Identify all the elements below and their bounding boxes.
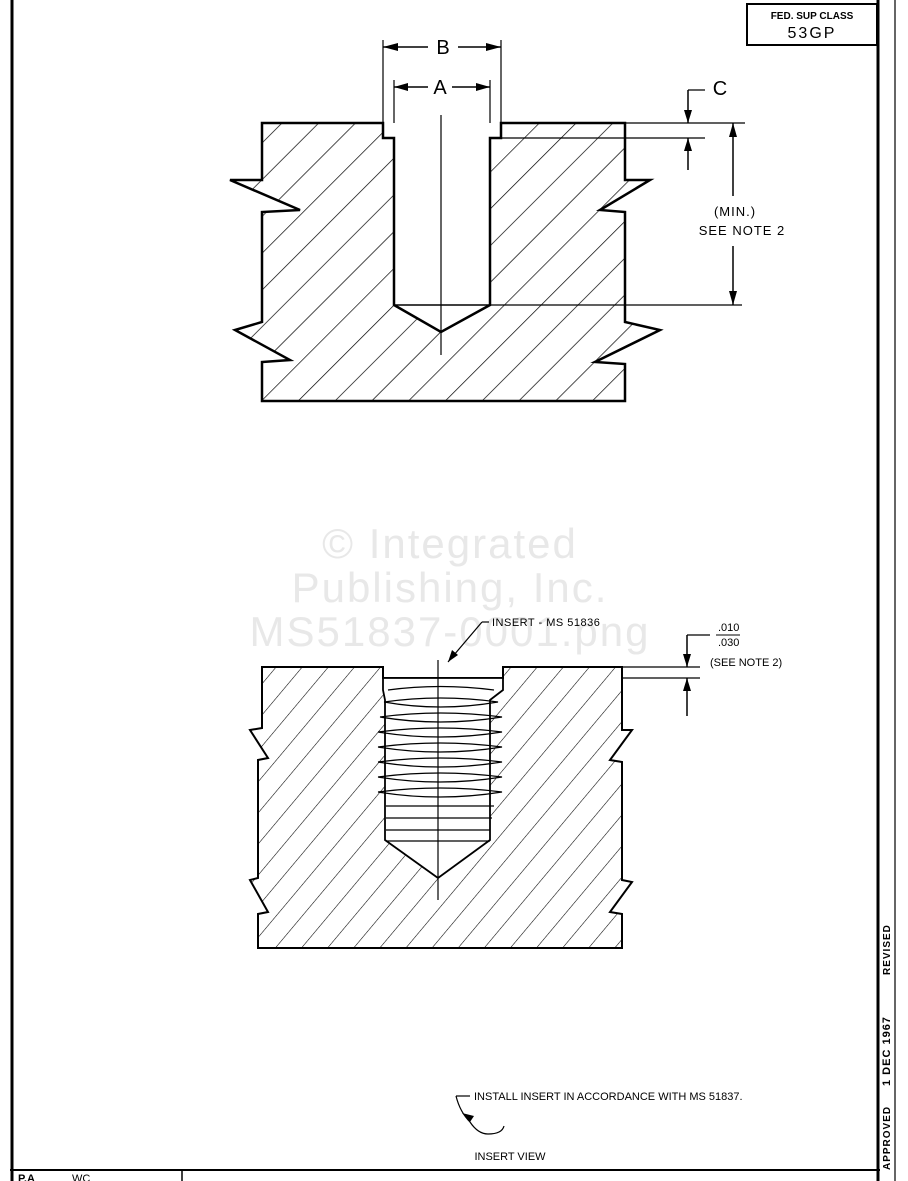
bottom-left-code: P.A	[18, 1173, 35, 1181]
side-strip: APPROVED 1 DEC 1967 REVISED	[881, 924, 893, 1170]
insert-view-label: INSERT VIEW	[474, 1151, 546, 1163]
install-note: INSTALL INSERT IN ACCORDANCE WITH MS 518…	[474, 1091, 743, 1103]
depth-note-line-1: (MIN.)	[714, 204, 756, 219]
bottom-strip: P.A WC	[18, 1173, 90, 1181]
watermark: © Integrated Publishing, Inc. MS51837-00…	[250, 520, 651, 655]
insert-coils	[377, 685, 503, 831]
dim-b-label: B	[436, 37, 449, 59]
sheet-border	[10, 0, 896, 1181]
depth-note-line-2: SEE NOTE 2	[699, 223, 786, 238]
watermark-line-1: © Integrated	[322, 520, 578, 567]
approved-label: APPROVED	[882, 1106, 893, 1170]
watermark-line-3: MS51837-0001.png	[250, 608, 651, 655]
lower-view: INSERT - MS 51836 .010 .030 (SEE NOTE 2)…	[248, 617, 782, 1163]
upper-hole-outline	[382, 123, 502, 334]
bottom-mid-code: WC	[72, 1173, 90, 1181]
install-leader	[455, 1095, 505, 1135]
dim-a-label: A	[433, 77, 447, 99]
tolerance-note: (SEE NOTE 2)	[710, 657, 782, 669]
dim-c-label: C	[713, 78, 727, 100]
class-heading: FED. SUP CLASS	[771, 11, 854, 22]
approved-date: 1 DEC 1967	[881, 1016, 893, 1086]
class-block: FED. SUP CLASS 53GP	[746, 3, 878, 46]
insert-bore	[382, 677, 504, 880]
upper-view: B A C (MIN.) SEE NOTE 2	[229, 37, 786, 403]
insert-callout: INSERT - MS 51836	[492, 617, 600, 629]
upper-block-section	[229, 121, 664, 403]
revised-label: REVISED	[882, 924, 893, 975]
watermark-line-2: Publishing, Inc.	[292, 564, 609, 611]
class-value: 53GP	[788, 25, 837, 42]
tolerance-lower: .030	[718, 637, 739, 649]
tolerance-upper: .010	[718, 622, 739, 634]
